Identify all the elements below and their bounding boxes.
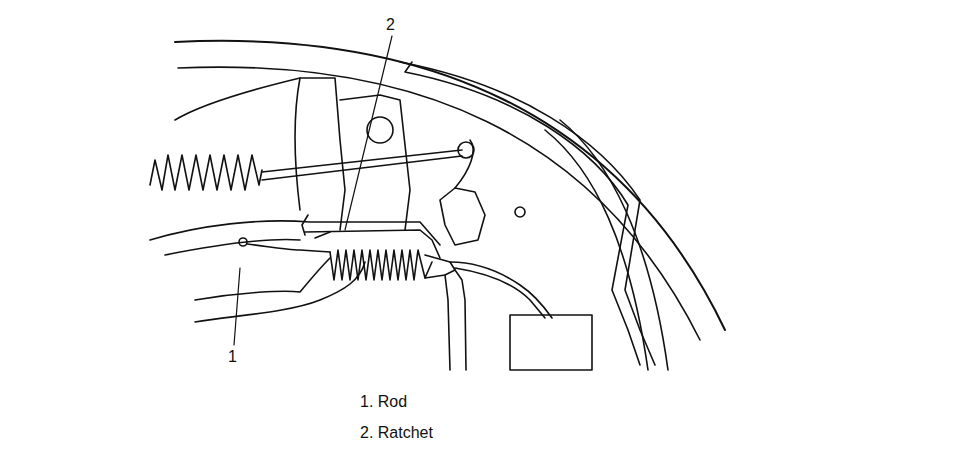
callout-number: 2	[386, 16, 395, 34]
legend-text: 1. Rod	[360, 393, 407, 411]
callout-number: 1	[228, 348, 237, 366]
legend-text: 2. Ratchet	[360, 424, 433, 442]
